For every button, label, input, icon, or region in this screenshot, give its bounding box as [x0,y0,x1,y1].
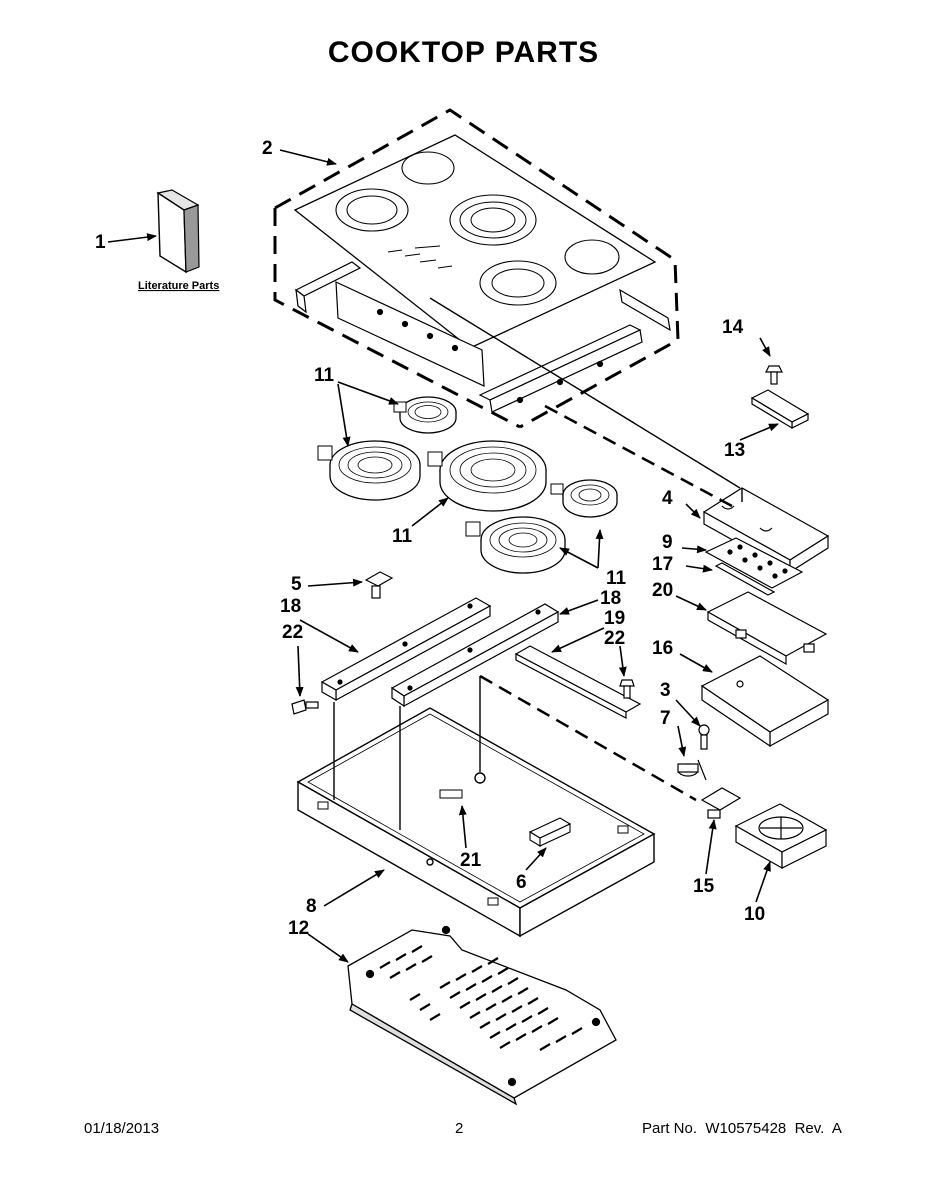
vent-slots [379,945,583,1051]
callout-1: 1 [95,232,106,253]
control-markings [387,245,453,269]
callout-8: 8 [306,896,317,917]
part-18-rail-right [390,603,560,708]
callout-10: 10 [744,904,765,925]
callout-16: 16 [652,638,673,659]
part-15-board [700,787,742,819]
part-9-control-board [704,537,804,589]
callout-20: 20 [652,580,673,601]
part-18-rail-left [320,597,492,702]
callout-18-left: 18 [280,596,301,617]
part-19-rail [514,645,642,719]
part-5-clip [364,571,394,599]
callout-14: 14 [722,317,744,338]
literature-parts-label: Literature Parts [138,280,219,292]
footer-part-number: Part No. W10575428 Rev. A [642,1120,842,1137]
part-2-frame-rails [294,261,741,489]
part-1-literature-booklet [156,189,200,274]
callout-9: 9 [662,532,673,553]
callout-11-top: 11 [314,365,335,386]
callout-17: 17 [652,554,673,575]
part-10-fan-housing [734,803,828,870]
solid-leaders [333,488,743,830]
part-20-board-cover [706,591,828,666]
page-title: COOKTOP PARTS [327,36,600,69]
part-2-cooktop-glass [293,134,657,349]
callout-22-left: 22 [282,622,303,643]
callout-11-right: 11 [606,568,627,589]
part-6-terminal-block [528,817,572,847]
dashed-leaders [479,404,733,802]
callout-15: 15 [693,876,715,897]
callout-12: 12 [288,918,309,939]
part-16-shield [700,655,830,748]
part-7-switch [677,759,707,781]
callout-19: 19 [604,608,625,629]
part-3-screw [698,724,710,750]
callout-18-right: 18 [600,588,621,609]
part-8-base-pan [296,707,656,938]
part-13-bracket [750,389,810,430]
part-11-radiant-elements [317,396,618,574]
callout-2: 2 [262,138,273,159]
callout-21: 21 [460,850,482,871]
callout-4: 4 [662,488,673,509]
callout-22-right: 22 [604,628,625,649]
callout-6: 6 [516,872,527,893]
callout-5: 5 [291,574,302,595]
callout-11-middle: 11 [392,526,413,547]
part-14-screw [765,365,783,385]
callout-13: 13 [724,440,745,461]
footer-page-number: 2 [455,1120,464,1137]
callout-3: 3 [660,680,671,701]
callout-7: 7 [660,708,671,729]
callout-arrows [107,149,779,963]
footer-date: 01/18/2013 [84,1120,160,1137]
part-22-screws [291,679,635,715]
part-2-dashed-group-outline [273,108,680,429]
part-12-bottom-panel [347,925,617,1106]
part-17-strip [714,562,776,596]
